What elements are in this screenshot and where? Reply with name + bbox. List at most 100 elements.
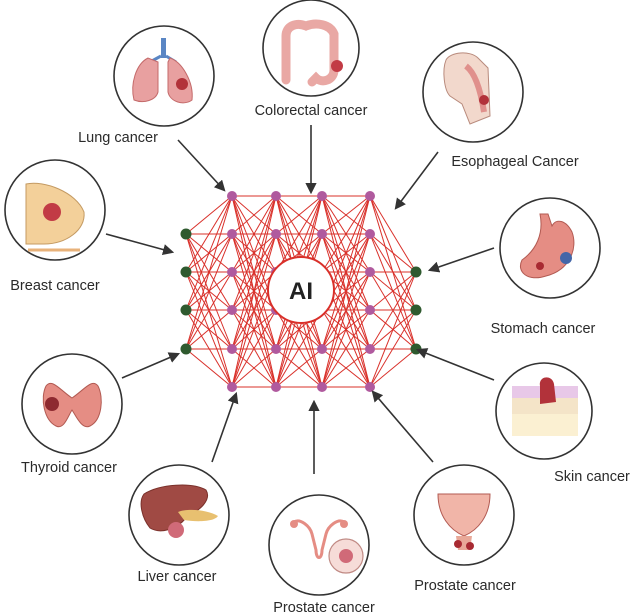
- lung-label: Lung cancer: [78, 130, 158, 146]
- colorectal-label: Colorectal cancer: [255, 103, 368, 119]
- network-edge: [185, 195, 233, 311]
- network-edge: [321, 309, 371, 388]
- io-node: [180, 343, 192, 355]
- stomach-icon: [520, 213, 575, 279]
- network-edge: [231, 195, 277, 388]
- arrow-liver: [211, 391, 239, 463]
- hidden-node: [227, 191, 237, 201]
- arrow-esophageal: [394, 151, 439, 210]
- organ-liver: [128, 464, 230, 566]
- network-edge: [231, 309, 277, 388]
- network-edge: [231, 195, 277, 311]
- skin-label: Skin cancer: [554, 469, 630, 485]
- organ-lung: [113, 25, 215, 127]
- arrow-prostate-right: [371, 390, 434, 463]
- network-edge: [369, 195, 417, 273]
- arrow-thyroid: [121, 352, 181, 379]
- lung-icon: [132, 38, 193, 104]
- arrow-skin: [415, 348, 495, 381]
- breast-icon: [25, 182, 85, 252]
- stomach-label: Stomach cancer: [491, 321, 596, 337]
- network-edge: [275, 195, 323, 273]
- breast-label: Breast cancer: [10, 278, 100, 294]
- liver-icon: [140, 484, 218, 538]
- arrow-breast: [105, 233, 175, 256]
- network-edge: [321, 195, 371, 235]
- esophageal-label: Esophageal Cancer: [451, 154, 579, 170]
- bladder-icon: [437, 493, 491, 550]
- hidden-node: [365, 382, 375, 392]
- network-edge: [185, 195, 233, 350]
- thyroid-label: Thyroid cancer: [21, 460, 117, 476]
- network-edge: [369, 271, 417, 388]
- hidden-node: [227, 344, 237, 354]
- arrow-lung: [177, 139, 226, 192]
- io-node: [410, 266, 422, 278]
- io-node: [410, 343, 422, 355]
- network-edge: [185, 195, 233, 235]
- organ-thyroid: [21, 353, 123, 455]
- network-edge: [369, 271, 417, 350]
- hidden-node: [365, 267, 375, 277]
- esophagus-icon: [443, 52, 491, 125]
- network-edge: [185, 309, 233, 350]
- network-edge: [275, 348, 323, 388]
- io-node: [180, 266, 192, 278]
- hidden-node: [317, 191, 327, 201]
- hidden-node: [227, 382, 237, 392]
- hidden-node: [317, 382, 327, 392]
- organ-stomach: [499, 197, 601, 299]
- organ-skin: [495, 362, 593, 460]
- network-edge: [321, 195, 371, 350]
- network-edge: [321, 195, 371, 388]
- network-edge: [231, 195, 277, 235]
- hidden-node: [227, 229, 237, 239]
- ai-center: AI: [267, 256, 335, 324]
- hidden-node: [365, 344, 375, 354]
- network-edge: [369, 271, 417, 311]
- network-edge: [321, 195, 371, 273]
- skin-icon: [512, 377, 578, 436]
- organ-colorectal: [262, 0, 360, 97]
- network-edge: [321, 271, 371, 388]
- hidden-node: [365, 229, 375, 239]
- network-edge: [321, 233, 371, 388]
- network-edge: [369, 309, 417, 388]
- network-edge: [185, 233, 233, 350]
- prostate-right-label: Prostate cancer: [414, 578, 516, 594]
- network-edge: [231, 348, 277, 388]
- hidden-node: [271, 229, 281, 239]
- prostate-bottom-label: Prostate cancer: [273, 600, 375, 616]
- io-node: [180, 228, 192, 240]
- hidden-node: [365, 305, 375, 315]
- hidden-node: [317, 229, 327, 239]
- io-node: [410, 304, 422, 316]
- arrow-stomach: [427, 247, 495, 273]
- hidden-node: [271, 191, 281, 201]
- network-edge: [369, 233, 417, 273]
- hidden-node: [317, 344, 327, 354]
- io-node: [180, 304, 192, 316]
- network-edge: [185, 271, 233, 350]
- organ-prostate-right: [413, 464, 515, 566]
- organ-breast: [4, 159, 106, 261]
- liver-label: Liver cancer: [138, 569, 217, 585]
- organ-esophageal: [422, 41, 524, 143]
- network-edge: [321, 348, 371, 388]
- network-edge: [231, 233, 277, 388]
- arrows: [105, 125, 495, 474]
- ai-label: AI: [289, 278, 313, 305]
- network-edges: [185, 195, 417, 388]
- network-edge: [275, 309, 323, 388]
- organ-prostate-bottom: [268, 494, 370, 596]
- network-edge: [231, 195, 277, 350]
- network-edge: [231, 195, 277, 273]
- network-edge: [185, 195, 233, 273]
- hidden-node: [271, 382, 281, 392]
- colon-icon: [281, 19, 343, 87]
- thyroid-icon: [42, 382, 102, 428]
- hidden-node: [365, 191, 375, 201]
- network-edge: [369, 348, 417, 388]
- hidden-node: [271, 344, 281, 354]
